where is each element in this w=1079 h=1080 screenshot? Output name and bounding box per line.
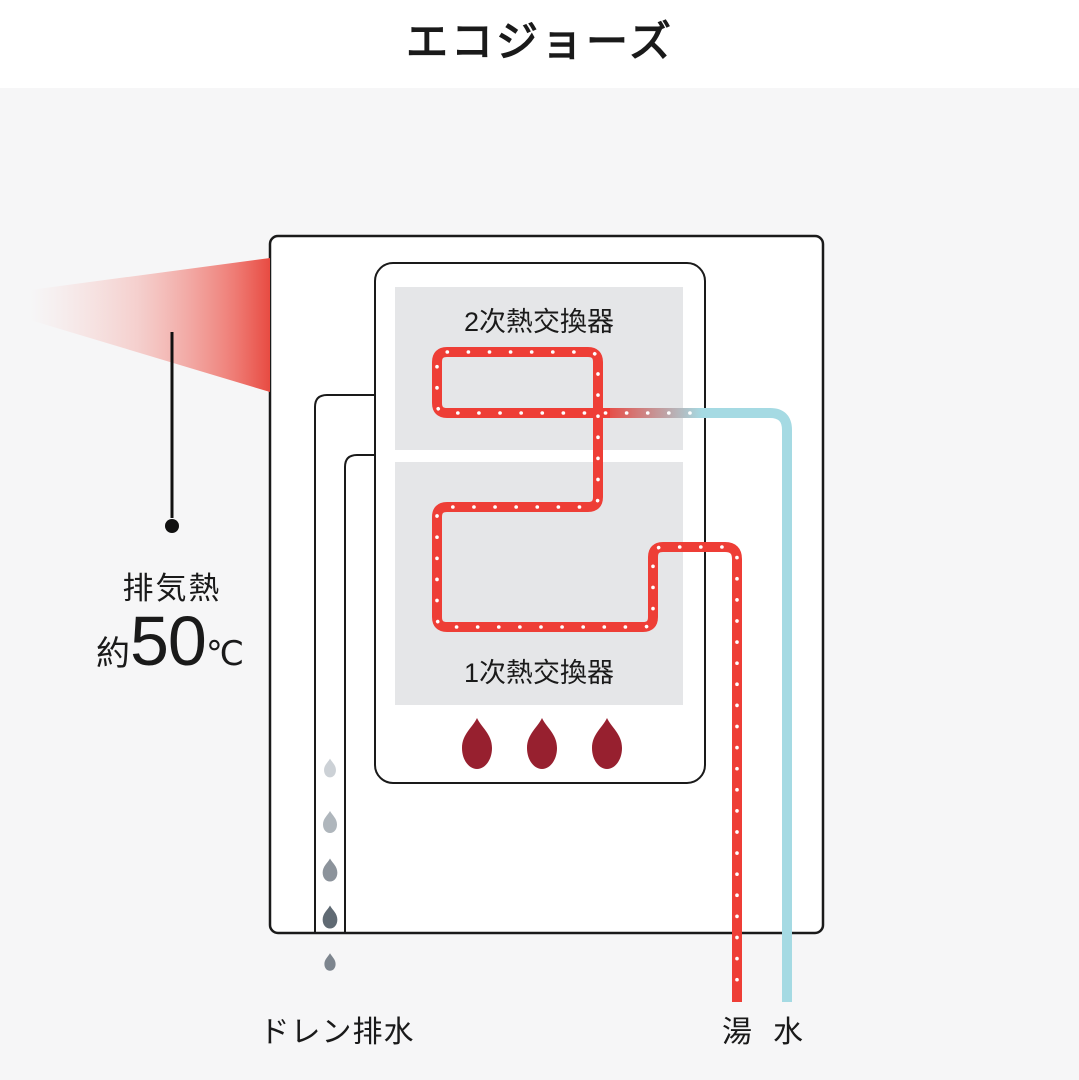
exhaust-pointer-dot bbox=[165, 519, 179, 533]
temp-unit: ℃ bbox=[205, 635, 245, 673]
drain-duct-inner-line bbox=[344, 454, 378, 932]
flame-icon bbox=[592, 718, 622, 769]
water-drop-icon bbox=[323, 811, 337, 833]
hot-pipe bbox=[432, 347, 742, 1002]
water-drop-icon bbox=[322, 858, 338, 882]
drain-duct-outer-line bbox=[314, 394, 378, 932]
temp-value: 50 bbox=[129, 602, 207, 680]
exhaust-temp-label: 約50℃ bbox=[96, 601, 244, 681]
page-title: エコジョーズ bbox=[406, 18, 674, 65]
water-drop-icon bbox=[324, 953, 336, 971]
flame-icon bbox=[527, 718, 557, 769]
cold-pipe bbox=[650, 408, 792, 1002]
water-drop-icon bbox=[322, 905, 338, 929]
secondary-hx-box bbox=[395, 287, 683, 450]
secondary-hx-label: 2次熱交換器 bbox=[463, 307, 615, 337]
flame-icon bbox=[462, 718, 492, 769]
primary-hx-label: 1次熱交換器 bbox=[463, 658, 615, 688]
exhaust-heat-beam-icon bbox=[30, 258, 270, 392]
hot-water-label: 湯 bbox=[722, 1016, 752, 1049]
condensate-drops bbox=[322, 758, 338, 971]
exhaust-heat-label: 排気熱 bbox=[122, 571, 222, 606]
cold-water-label: 水 bbox=[773, 1016, 803, 1049]
temp-prefix: 約 bbox=[95, 635, 130, 673]
drain-label: ドレン排水 bbox=[259, 1016, 415, 1049]
burner-flames bbox=[462, 718, 622, 769]
water-drop-icon bbox=[324, 758, 336, 778]
